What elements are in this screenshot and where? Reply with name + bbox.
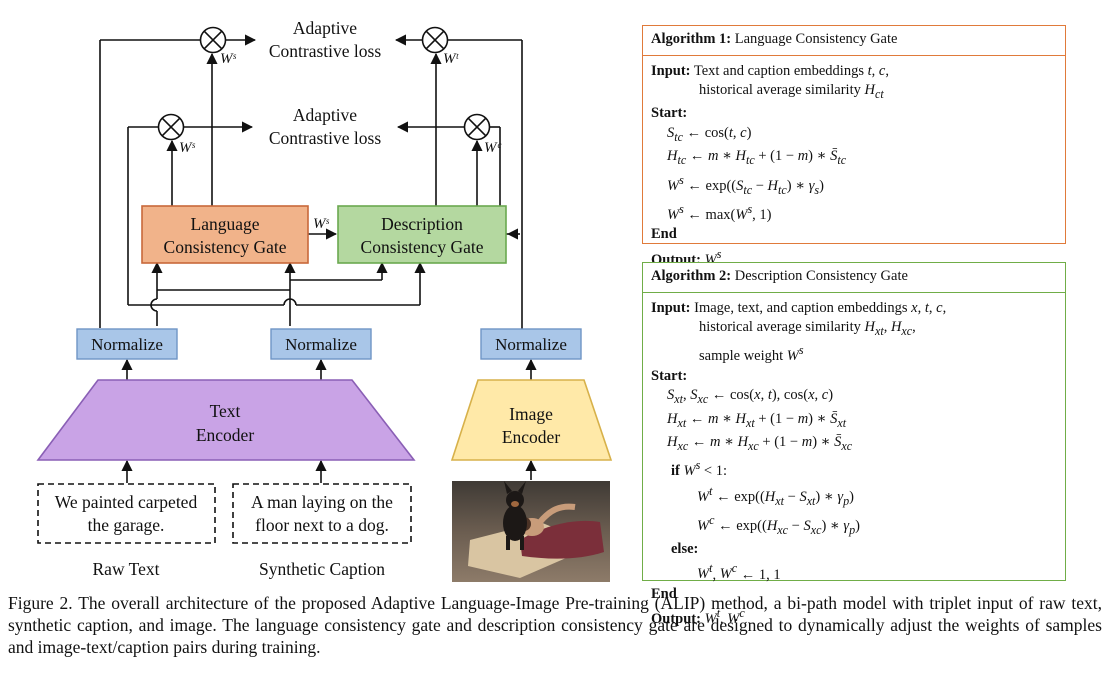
caption-sample-line2: floor next to a dog. [255, 515, 389, 535]
algo1-line: Htc ← m ∗ Htc + (1 − m) ∗ S̄tc [667, 148, 847, 168]
algo2-line: sample weight Ws [699, 343, 804, 365]
loss-mid-line2: Contrastive loss [269, 128, 381, 148]
algo2-line: Wt ← exp((Hxt − Sxt) ∗ γp) [697, 483, 854, 508]
normalize-label-3: Normalize [495, 335, 567, 354]
top-left-multiply-icon [199, 26, 227, 54]
text-encoder-line2: Encoder [196, 425, 254, 445]
image-encoder-line2: Encoder [502, 427, 560, 447]
algo2-line: Hxc ← m ∗ Hxc + (1 − m) ∗ S̄xc [667, 434, 853, 453]
top-right-multiply-icon [421, 26, 449, 54]
weight-label-ws-top: Wˢ [220, 51, 236, 67]
algo2-line: End [651, 585, 677, 602]
algorithm-1-label: Algorithm 1: [651, 31, 732, 47]
algo1-line: historical average similarity Hct [699, 82, 884, 101]
route-hop-2 [150, 298, 158, 312]
language-consistency-gate: Language Consistency Gate [141, 205, 309, 264]
dcg-label-line2: Consistency Gate [361, 237, 484, 257]
loss-top-line1: Adaptive [293, 18, 357, 38]
synthetic-caption-label: Synthetic Caption [259, 559, 385, 579]
mid-right-multiply-icon [463, 113, 491, 141]
algo2-line: Start: [651, 367, 688, 384]
weight-label-ws-mid: Wˢ [179, 140, 195, 156]
algorithm-1-name: Language Consistency Gate [734, 31, 898, 47]
algorithm-2-label: Algorithm 2: [651, 268, 732, 284]
mid-left-multiply-icon [157, 113, 185, 141]
algorithm-1-title: Algorithm 1: Language Consistency Gate [643, 26, 1065, 56]
raw-text-sample-line1: We painted carpeted [55, 492, 198, 512]
dcg-label-line1: Description [381, 214, 463, 234]
algo1-line: Ws ← exp((Stc − Htc) ∗ γs) [667, 172, 824, 197]
algorithm-1-box: Algorithm 1: Language Consistency Gate I… [642, 25, 1066, 268]
algorithm-2-body: Input: Image, text, and caption embeddin… [643, 293, 1065, 634]
algo2-line: Wc ← exp((Hxc − Sxc) ∗ γp) [697, 512, 860, 537]
loss-top-line2: Contrastive loss [269, 41, 381, 61]
algo1-line: Start: [651, 105, 688, 122]
text-encoder-line1: Text [210, 401, 241, 421]
raw-text-label: Raw Text [93, 559, 160, 579]
algo2-line: Sxt, Sxc ← cos(x, t), cos(x, c) [667, 387, 834, 407]
algorithm-2-name: Description Consistency Gate [734, 268, 908, 284]
weight-label-wt: Wᵗ [443, 51, 459, 67]
raw-text-input-box: We painted carpeted the garage. [37, 483, 216, 544]
normalize-box-raw-text: Normalize [76, 328, 178, 360]
description-consistency-gate: Description Consistency Gate [337, 205, 507, 264]
normalize-box-caption: Normalize [270, 328, 372, 360]
algo2-line: Hxt ← m ∗ Hxt + (1 − m) ∗ S̄xt [667, 410, 847, 430]
algo2-line: Output: Wt, Wc [651, 606, 745, 628]
weight-label-wc: Wᶜ [484, 140, 501, 156]
lcg-label-line2: Consistency Gate [164, 237, 287, 257]
normalize-label-1: Normalize [91, 335, 163, 354]
normalize-box-image: Normalize [480, 328, 582, 360]
algo2-line: Input: Image, text, and caption embeddin… [651, 299, 947, 316]
normalize-label-2: Normalize [285, 335, 357, 354]
algo2-line: Wt, Wc ← 1, 1 [697, 561, 781, 583]
synthetic-caption-input-box: A man laying on the floor next to a dog. [232, 483, 412, 544]
image-encoder-line1: Image [509, 404, 553, 424]
algo2-line: historical average similarity Hxt, Hxc, [699, 319, 916, 338]
input-photo [452, 481, 610, 582]
loss-mid-line1: Adaptive [293, 105, 357, 125]
raw-text-sample-line2: the garage. [88, 515, 165, 535]
algo1-line: Stc ← cos(t, c) [667, 124, 752, 144]
algorithm-2-box: Algorithm 2: Description Consistency Gat… [642, 262, 1066, 627]
architecture-diagram: Wˢ Wᵗ Wˢ Wᶜ Wˢ Adaptive Contrastive loss… [36, 18, 613, 582]
algorithm-1-body: Input: Text and caption embeddings t, c,… [643, 56, 1065, 275]
figure-caption: Figure 2. The overall architecture of th… [8, 593, 1102, 657]
image-encoder: Image Encoder [450, 379, 613, 461]
algo1-line: End [651, 226, 677, 243]
algo1-line: Input: Text and caption embeddings t, c, [651, 62, 889, 79]
algorithm-2-title: Algorithm 2: Description Consistency Gat… [643, 263, 1065, 293]
algo2-line: else: [671, 541, 699, 558]
algo2-line: if Ws < 1: [671, 458, 727, 480]
lcg-label-line1: Language [191, 214, 260, 234]
weight-label-ws-gate: Wˢ [313, 216, 329, 232]
algo1-line: Ws ← max(Ws, 1) [667, 201, 772, 223]
caption-sample-line1: A man laying on the [251, 492, 393, 512]
text-encoder: Text Encoder [36, 379, 416, 461]
